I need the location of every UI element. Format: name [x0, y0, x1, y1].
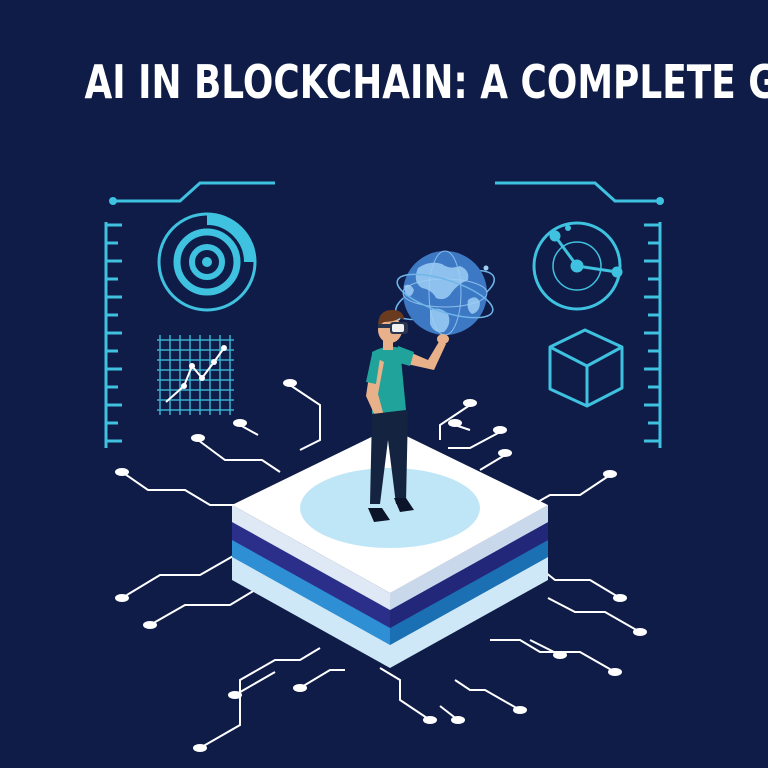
hud-frame — [115, 181, 660, 203]
circuit-lines — [121, 384, 641, 749]
vr-headset-person-figure — [366, 310, 449, 522]
radar-dial-icon — [532, 221, 623, 311]
concentric-donut-chart-icon — [157, 212, 257, 312]
isometric-platform — [232, 428, 548, 668]
line-chart-grid-icon — [157, 335, 234, 415]
right-ruler — [644, 222, 662, 448]
cube-icon — [548, 328, 624, 408]
globe-hologram-icon — [394, 250, 496, 336]
circuit-nodes — [115, 379, 647, 752]
hud-frame-dots — [109, 197, 664, 205]
platform-spotlight — [300, 468, 480, 548]
left-ruler — [104, 222, 122, 448]
page-title: AI IN BLOCKCHAIN: A COMPLETE GUIDE — [84, 55, 768, 109]
